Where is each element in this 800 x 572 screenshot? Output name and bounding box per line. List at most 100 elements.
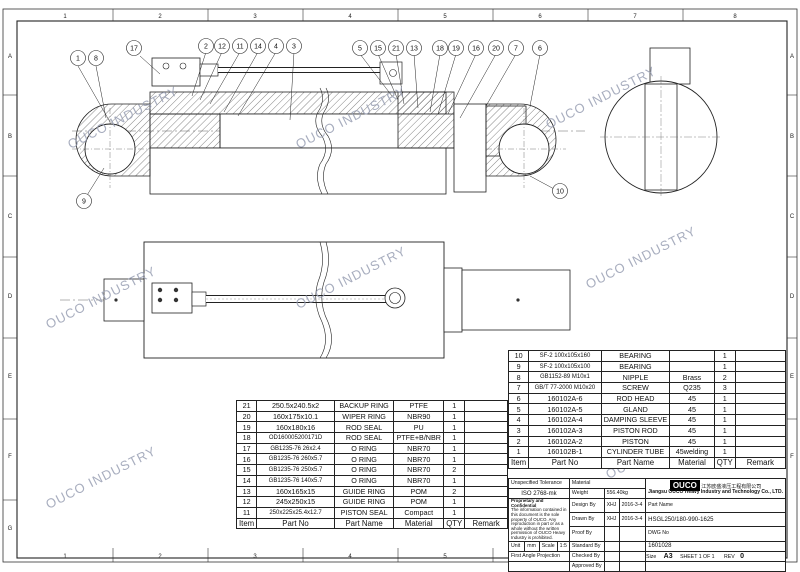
bom-cell: CYLINDER TUBE bbox=[600, 446, 671, 458]
bom-cell: SCREW bbox=[600, 382, 671, 394]
sheet-label: SHEET 1 OF 1 bbox=[680, 553, 715, 560]
bom-cell: NIPPLE bbox=[600, 371, 671, 384]
bom-header-cell: Material bbox=[393, 517, 445, 530]
callout-number: 12 bbox=[218, 44, 226, 51]
bom-cell: SF-2 100x105x100 bbox=[528, 360, 602, 373]
bom-cell: PISTON ROD bbox=[600, 424, 671, 437]
callout-balloon: 9 bbox=[76, 193, 92, 209]
bom-cell: 45welding bbox=[669, 446, 715, 458]
zone-row-label: D bbox=[8, 294, 13, 300]
bom-cell: 1 bbox=[713, 435, 736, 448]
callout-number: 19 bbox=[452, 46, 460, 53]
zone-column-label: 3 bbox=[253, 14, 257, 20]
callout-balloon: 1 bbox=[70, 50, 86, 66]
bom-cell: BEARING bbox=[600, 350, 671, 362]
bom-cell: POM bbox=[393, 496, 445, 508]
weight-label: Weight bbox=[568, 488, 605, 499]
callout-balloon: 20 bbox=[488, 40, 504, 56]
bom-cell: O RING bbox=[333, 474, 395, 487]
bom-cell: GB1235-76 260x5.7 bbox=[256, 453, 335, 466]
bom-cell: 2 bbox=[443, 485, 466, 498]
proof-label: Proof By bbox=[568, 526, 605, 542]
bom-cell: Compact bbox=[393, 506, 445, 519]
callout-balloon: 3 bbox=[286, 38, 302, 54]
bom-header-cell: QTY bbox=[443, 517, 466, 530]
scale-value: 1:5 bbox=[556, 540, 570, 552]
bom-cell: 14 bbox=[235, 474, 258, 487]
bom-cell: 2 bbox=[507, 435, 530, 448]
bom-cell: WIPER RING bbox=[333, 410, 395, 423]
bom-cell bbox=[734, 446, 787, 458]
bom-cell: 12 bbox=[235, 496, 258, 508]
bom-cell: SF-2 100x105x160 bbox=[528, 350, 602, 362]
bom-cell bbox=[734, 350, 787, 362]
zone-row-label: C bbox=[790, 214, 795, 220]
bom-cell: NBR70 bbox=[393, 442, 445, 455]
bom-cell: BACKUP RING bbox=[333, 400, 395, 412]
bom-cell bbox=[464, 400, 508, 412]
callout-balloon: 19 bbox=[448, 40, 464, 56]
callout-number: 10 bbox=[556, 189, 564, 196]
bom-header-cell: Part Name bbox=[600, 456, 671, 469]
bom-cell: PU bbox=[393, 421, 445, 434]
bom-cell: 19 bbox=[235, 421, 258, 434]
bom-cell: PISTON bbox=[600, 435, 671, 448]
dwg-label: DWG No bbox=[645, 526, 786, 542]
design-date: 2016-3-4 bbox=[618, 497, 647, 514]
bom-cell: O RING bbox=[333, 442, 395, 455]
dwg-no: 1601028 bbox=[645, 540, 786, 552]
standard-label: Standard By bbox=[568, 540, 605, 552]
bom-cell: O RING bbox=[333, 453, 395, 466]
bom-cell: 4 bbox=[507, 414, 530, 426]
bom-cell: 21 bbox=[235, 400, 258, 412]
bom-cell: 245x250x15 bbox=[256, 496, 335, 508]
material-label: Material bbox=[568, 478, 647, 489]
size-label: Size bbox=[646, 553, 657, 560]
bom-cell: DAMPING SLEEVE bbox=[600, 414, 671, 426]
bom-cell: NBR90 bbox=[393, 410, 445, 423]
bom-cell: 250.5x240.5x2 bbox=[256, 400, 335, 412]
bom-cell bbox=[669, 350, 715, 362]
part-name-label: Part Name bbox=[645, 497, 786, 514]
drawn-by: XHJ bbox=[603, 512, 620, 528]
zone-row-label: A bbox=[790, 54, 794, 60]
bom-cell: 1 bbox=[713, 360, 736, 373]
bom-cell: GUIDE RING bbox=[333, 496, 395, 508]
callout-number: 5 bbox=[358, 46, 362, 53]
bom-cell: 1 bbox=[443, 453, 466, 466]
outer-frame bbox=[2, 8, 798, 563]
bom-cell bbox=[464, 432, 508, 444]
callout-number: 20 bbox=[492, 46, 500, 53]
callout-balloon: 18 bbox=[432, 40, 448, 56]
rev-value: 0 bbox=[740, 552, 745, 560]
bom-cell bbox=[734, 371, 787, 384]
bom-cell: NBR70 bbox=[393, 453, 445, 466]
bom-cell: GLAND bbox=[600, 403, 671, 416]
tolerance-value: ISO 2768-mk bbox=[508, 488, 570, 499]
plan-view bbox=[60, 241, 571, 359]
zone-row-label: F bbox=[8, 454, 12, 460]
bom-cell: GB1235-76 26x2.4 bbox=[256, 442, 335, 455]
bom-cell bbox=[464, 421, 508, 434]
bom-cell: 1 bbox=[443, 432, 466, 444]
bom-cell: 5 bbox=[507, 403, 530, 416]
zone-column-label: 2 bbox=[158, 14, 162, 20]
ouco-logo: OUCO bbox=[669, 479, 700, 491]
bom-cell: 1 bbox=[507, 446, 530, 458]
bom-cell: 3 bbox=[713, 382, 736, 394]
zone-column-label: 4 bbox=[348, 554, 352, 560]
part-name: HSGL250/180-990-1625 bbox=[645, 512, 786, 528]
bom-cell: 15 bbox=[235, 464, 258, 476]
projection-label: First Angle Projection bbox=[508, 550, 570, 562]
callout-balloon: 2 bbox=[198, 38, 214, 54]
checked-label: Checked By bbox=[568, 550, 605, 562]
